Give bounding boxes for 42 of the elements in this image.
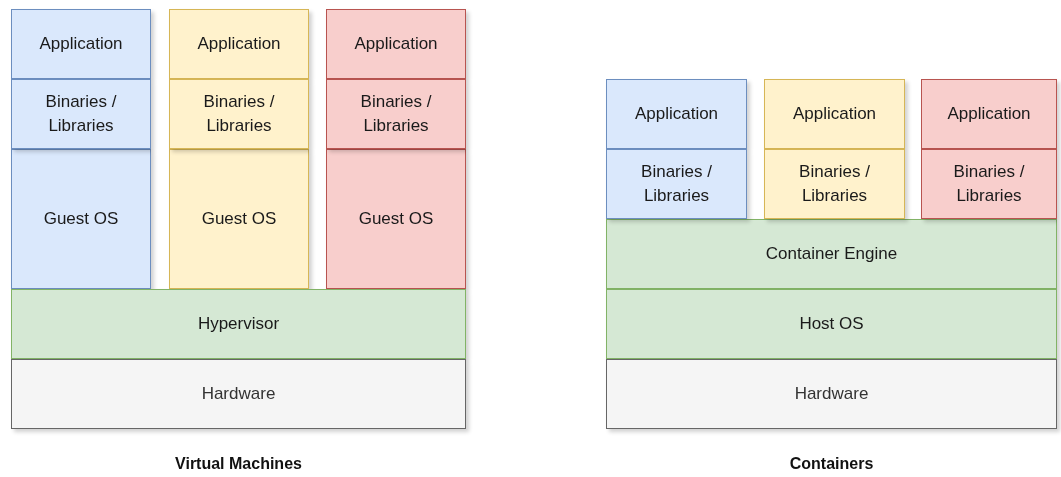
layer-label: Binaries / Libraries [359, 91, 433, 137]
layer-box [764, 79, 905, 149]
layer-box [326, 149, 466, 289]
layer-box [326, 79, 466, 149]
layer-label: Guest OS [201, 208, 277, 231]
layer-label: Binaries / Libraries [44, 91, 118, 137]
layer-label: Application [947, 103, 1031, 126]
layer-box [11, 149, 151, 289]
layer-label: Hardware [794, 383, 869, 406]
layer-label: Container Engine [765, 243, 898, 266]
layer-box [764, 149, 905, 219]
layer-label: Application [354, 33, 438, 56]
layer-label: Application [197, 33, 281, 56]
layer-label: Guest OS [358, 208, 434, 231]
layer-box [326, 9, 466, 79]
layer-label: Binaries / Libraries [798, 161, 871, 207]
layer-box [169, 79, 309, 149]
layer-label: Guest OS [43, 208, 119, 231]
layer-box [606, 219, 1057, 289]
layer-box [169, 149, 309, 289]
layer-label: Application [634, 103, 719, 126]
layer-box [921, 79, 1057, 149]
layer-box [606, 79, 747, 149]
layer-label: Binaries / Libraries [640, 161, 713, 207]
layer-box [11, 359, 466, 429]
layer-label: Hardware [201, 383, 276, 406]
layer-label: Binaries / Libraries [952, 161, 1026, 207]
diagram-caption: Virtual Machines [174, 455, 303, 473]
layer-box [921, 149, 1057, 219]
layer-box [11, 289, 466, 359]
layer-box [11, 9, 151, 79]
layer-box [606, 149, 747, 219]
layer-box [606, 359, 1057, 429]
layer-box [169, 9, 309, 79]
layer-box [11, 79, 151, 149]
layer-label: Host OS [799, 313, 864, 336]
layer-label: Application [792, 103, 877, 126]
layer-label: Application [39, 33, 123, 56]
layer-label: Hypervisor [197, 313, 280, 336]
layer-box [606, 289, 1057, 359]
layer-label: Binaries / Libraries [202, 91, 276, 137]
diagram-caption: Containers [788, 455, 875, 473]
